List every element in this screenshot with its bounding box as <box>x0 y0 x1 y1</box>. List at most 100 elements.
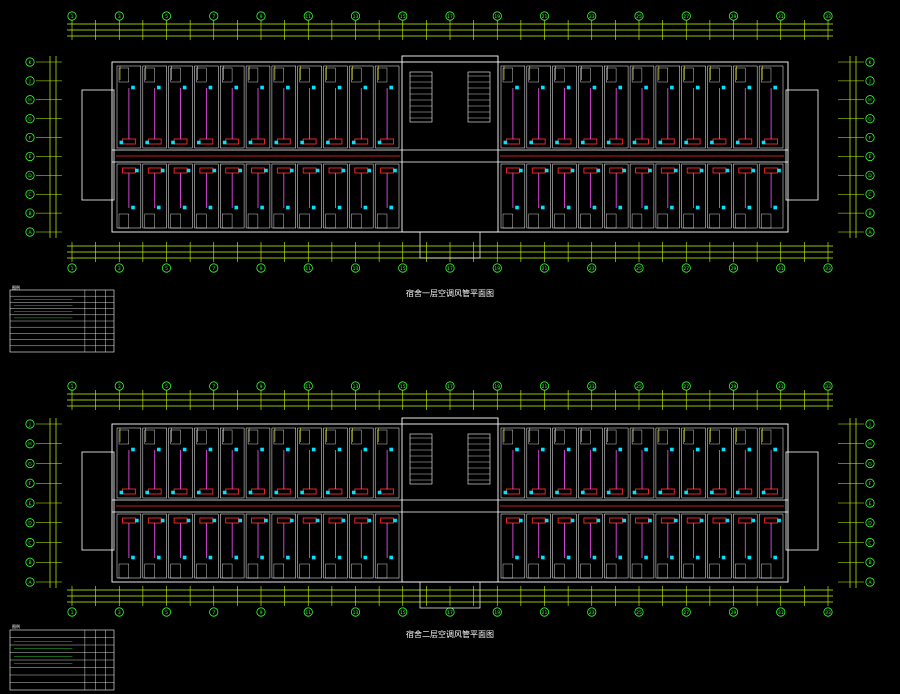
legend-table-2-title: 图例 <box>12 623 20 629</box>
diffuser <box>341 518 346 523</box>
diffuser <box>544 168 549 173</box>
axis-label-top: 29 <box>731 14 737 20</box>
axis-bubble-side <box>25 537 35 548</box>
bathroom-lower <box>170 213 181 229</box>
axis-bubble-side <box>865 170 875 180</box>
bathroom-lower <box>376 213 388 229</box>
room-upper <box>733 427 758 499</box>
floor-plan-2: 1133557799111113131515171719192121232325… <box>25 381 875 617</box>
axis-bubble-bottom <box>303 607 313 617</box>
diffuser <box>131 447 135 452</box>
diffuser <box>157 205 161 210</box>
axis-bubble-bottom <box>681 263 691 273</box>
axis-label-side: E <box>869 154 872 160</box>
room-upper <box>245 65 271 149</box>
diffuser <box>710 140 714 145</box>
axis-label-top: 25 <box>636 384 642 390</box>
axis-bubble-bottom <box>823 263 833 273</box>
axis-label-bottom: 11 <box>305 266 311 272</box>
axis-bubble-top <box>539 11 550 21</box>
room-upper <box>142 427 167 499</box>
diffuser <box>367 518 372 523</box>
diffuser <box>529 490 533 495</box>
diffuser <box>747 555 752 560</box>
axis-label-side: A <box>28 230 32 236</box>
room-upper <box>297 65 322 149</box>
axis-label-side: B <box>868 560 871 566</box>
axis-bubble-bottom <box>161 607 172 617</box>
axis-bubble-side <box>865 95 875 105</box>
axis-bubble-side <box>865 439 875 449</box>
diffuser <box>632 490 637 495</box>
axis-bubble-top <box>209 381 219 391</box>
bathroom-upper <box>760 67 772 83</box>
diffuser <box>622 168 626 173</box>
axis-bubble-bottom <box>256 607 266 617</box>
diffuser <box>503 140 508 145</box>
axis-label-side: B <box>28 211 31 217</box>
bathroom-upper <box>528 429 539 445</box>
diffuser <box>519 168 523 173</box>
diffuser <box>208 447 213 452</box>
room-upper <box>604 427 629 499</box>
bathroom-lower <box>196 213 207 229</box>
axis-label-top: 1 <box>71 14 74 20</box>
axis-label-side: E <box>869 501 872 507</box>
axis-bubble-top <box>823 11 833 21</box>
diffuser <box>264 168 268 173</box>
diffuser <box>389 85 393 90</box>
axis-label-top: 3 <box>118 14 121 20</box>
bathroom-upper <box>502 429 514 445</box>
room-upper <box>220 427 245 499</box>
axis-label-side: J <box>868 422 870 428</box>
axis-label-top: 15 <box>400 14 406 20</box>
axis-label-top: 1 <box>71 384 74 390</box>
bathroom-upper <box>196 67 207 83</box>
diffuser <box>289 518 294 523</box>
room-upper <box>271 65 296 149</box>
axis-bubble-side <box>25 170 35 180</box>
axis-label-side: E <box>29 501 32 507</box>
diffuser <box>393 168 397 173</box>
axis-bubble-side <box>25 114 35 124</box>
axis-bubble-side <box>25 76 35 86</box>
stair-left <box>409 433 433 485</box>
bathroom-lower <box>273 563 284 579</box>
room-upper <box>758 427 784 499</box>
diffuser <box>555 140 559 145</box>
axis-bubble-top <box>398 381 408 391</box>
bathroom-lower <box>709 213 720 229</box>
axis-bubble-bottom <box>492 263 502 273</box>
axis-label-top: 7 <box>212 14 215 20</box>
axis-label-side: A <box>868 230 872 236</box>
diffuser <box>747 447 752 452</box>
bathroom-upper <box>606 67 617 83</box>
axis-label-top: 23 <box>589 14 595 20</box>
axis-label-side: F <box>869 135 872 141</box>
diffuser <box>673 518 678 523</box>
axis-label-top: 27 <box>683 384 689 390</box>
axis-label-top: 29 <box>731 384 737 390</box>
axis-bubble-side <box>25 518 35 528</box>
diffuser <box>119 140 124 145</box>
bathroom-lower <box>760 563 772 579</box>
room-upper <box>374 65 400 149</box>
diffuser <box>751 518 756 523</box>
diffuser <box>618 555 623 560</box>
room-upper <box>526 65 551 149</box>
axis-bubble-bottom <box>823 607 833 617</box>
axis-bubble-bottom <box>539 607 550 617</box>
diffuser <box>515 555 519 560</box>
diffuser <box>341 168 346 173</box>
room-upper <box>552 65 577 149</box>
axis-bubble-bottom <box>728 607 739 617</box>
diffuser <box>695 555 700 560</box>
axis-bubble-top <box>634 381 644 391</box>
axis-bubble-side <box>25 151 35 162</box>
room-upper <box>116 65 142 149</box>
room-upper <box>629 427 655 499</box>
diffuser <box>644 205 648 210</box>
bathroom-lower <box>325 563 336 579</box>
axis-bubble-bottom <box>398 263 408 273</box>
diffuser <box>311 555 316 560</box>
